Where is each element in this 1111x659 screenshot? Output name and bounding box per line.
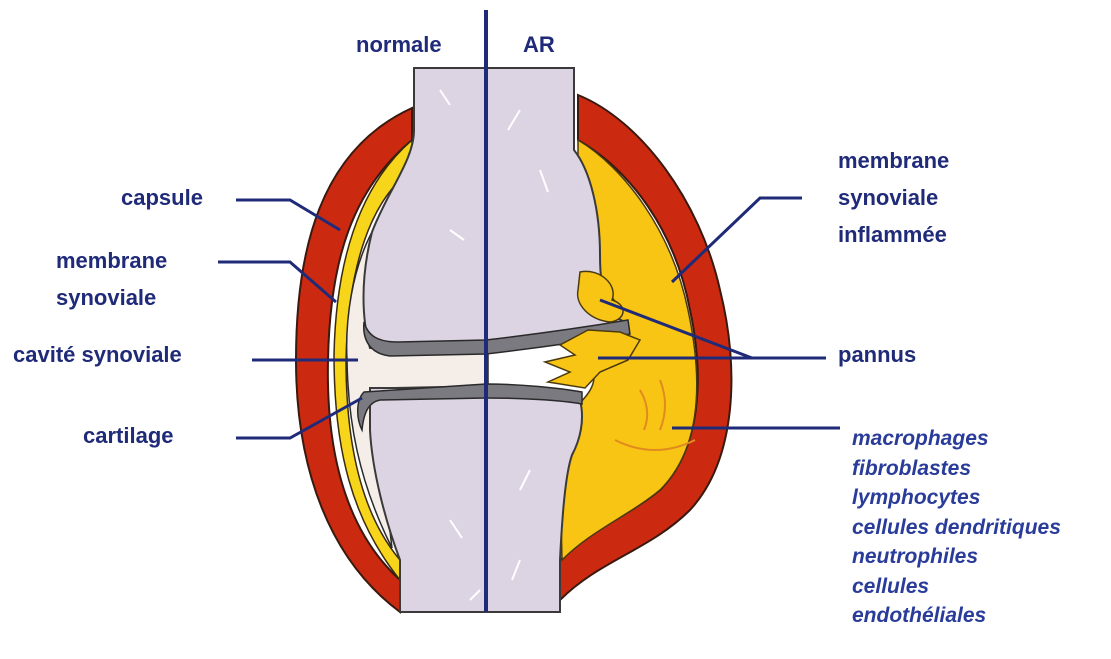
cell-type-item: macrophages	[852, 424, 1061, 454]
cell-type-item: cellules	[852, 572, 1061, 602]
cell-type-item: neutrophiles	[852, 542, 1061, 572]
capsule-label: capsule	[121, 183, 203, 213]
pannus-label: pannus	[838, 340, 916, 370]
synovial-membrane-label-1: membrane	[56, 246, 167, 276]
ra-header-label: AR	[523, 30, 555, 60]
synovial-membrane-label-2: synoviale	[56, 283, 156, 313]
cell-type-item: lymphocytes	[852, 483, 1061, 513]
inflamed-membrane-label-1: membrane	[838, 146, 949, 176]
lower-bone	[370, 388, 582, 612]
cell-type-item: fibroblastes	[852, 454, 1061, 484]
cell-type-item: cellules dendritiques	[852, 513, 1061, 543]
synovial-cavity-label: cavité synoviale	[13, 340, 182, 370]
cartilage-label: cartilage	[83, 421, 174, 451]
inflamed-membrane-label-2: synoviale	[838, 183, 938, 213]
cell-type-item: endothéliales	[852, 601, 1061, 631]
inflamed-membrane-label-3: inflammée	[838, 220, 947, 250]
cell-types-list: macrophages fibroblastes lymphocytes cel…	[852, 424, 1061, 631]
normal-header-label: normale	[356, 30, 442, 60]
